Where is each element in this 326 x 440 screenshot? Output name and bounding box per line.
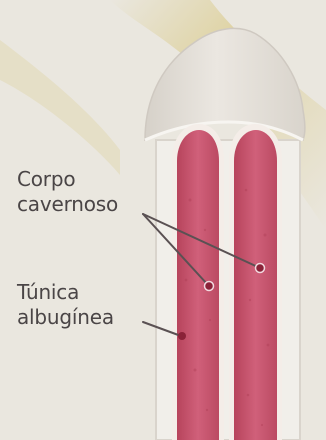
label-tunica-line-1: Túnica — [17, 280, 157, 305]
label-corpo-cavernoso: Corpo cavernoso — [17, 167, 157, 217]
marker-dot-left-corpus — [205, 282, 214, 291]
label-tunica-line-2: albugínea — [17, 305, 157, 330]
marker-dot-right-corpus — [256, 264, 265, 273]
left-corpus-cavernosum — [172, 124, 224, 440]
right-corpus-cavernosum — [229, 124, 282, 440]
background-band-lower — [0, 40, 120, 175]
label-corpo-line-2: cavernoso — [17, 192, 157, 217]
marker-dot-tunica — [178, 332, 186, 340]
label-corpo-line-1: Corpo — [17, 167, 157, 192]
label-tunica-albuginea: Túnica albugínea — [17, 280, 157, 330]
